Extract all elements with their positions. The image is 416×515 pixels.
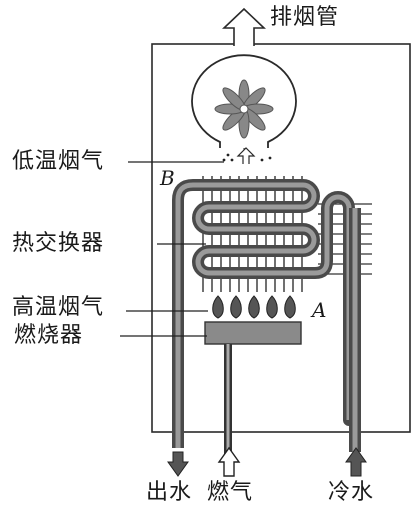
point-b-label: B	[160, 166, 175, 190]
exhaust-arrow	[221, 7, 267, 46]
point-a-label: A	[312, 298, 327, 322]
water-out-arrow	[167, 451, 189, 477]
label-cold-water: 冷水	[328, 480, 375, 505]
flame-icons	[212, 295, 296, 319]
gas-in-arrow	[217, 446, 241, 477]
label-water-out: 出水	[146, 480, 193, 505]
label-exhaust-pipe: 排烟管	[270, 5, 340, 30]
flue-up-arrow	[236, 147, 256, 164]
label-low-temp-flue-gas: 低温烟气	[12, 149, 105, 174]
label-burner: 燃烧器	[14, 323, 84, 348]
heater-casing	[151, 43, 411, 433]
fan-icon	[214, 79, 274, 139]
burner-block	[204, 321, 302, 345]
label-gas: 燃气	[207, 480, 254, 505]
label-heat-exchanger: 热交换器	[12, 231, 105, 256]
leader-lines	[120, 161, 224, 337]
cold-water-arrow	[345, 447, 367, 477]
label-high-temp-flue-gas: 高温烟气	[12, 295, 105, 320]
heat-exchanger-coil	[172, 179, 357, 448]
